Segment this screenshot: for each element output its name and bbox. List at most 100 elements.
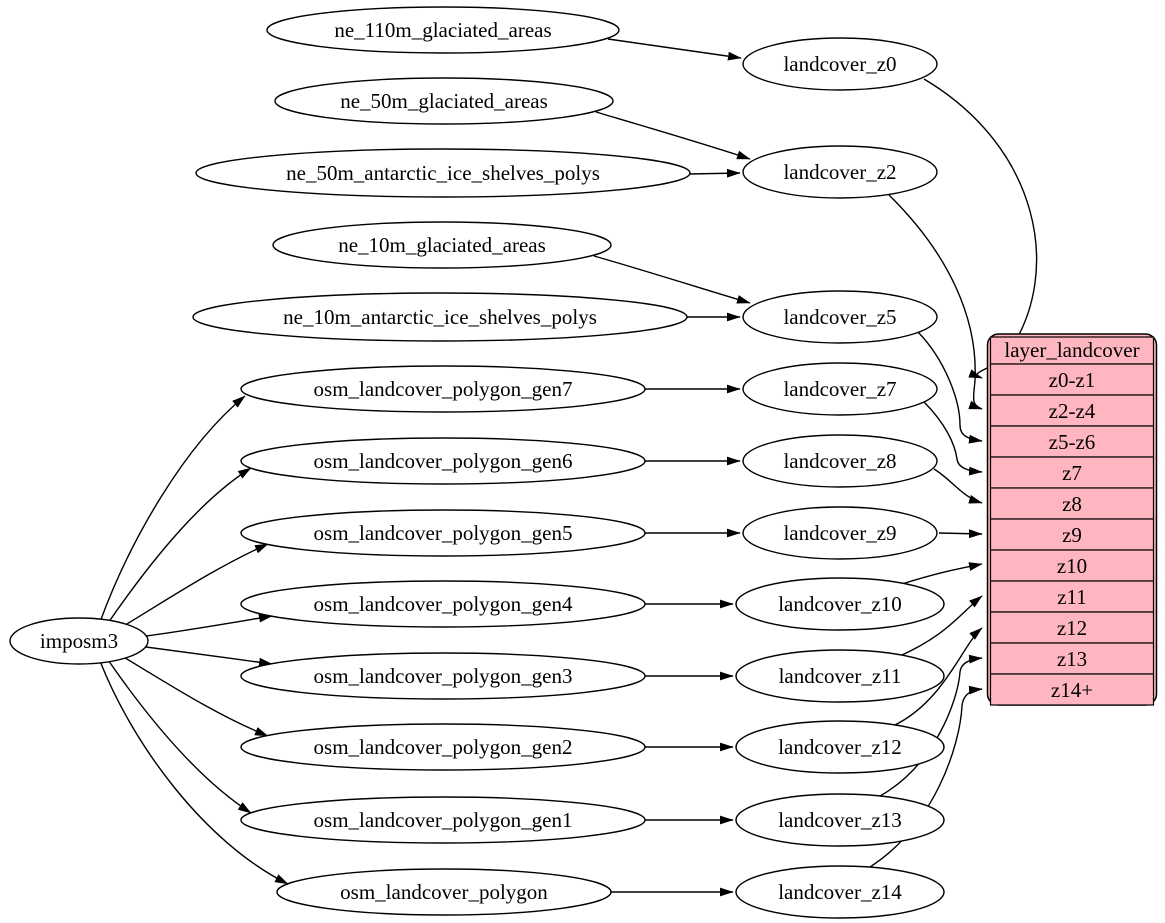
edge-z11-to-row-z11 (901, 595, 983, 656)
node-osm-landcover-polygon-gen4: osm_landcover_polygon_gen4 (240, 580, 646, 628)
node-landcover-z13: landcover_z13 (735, 793, 945, 847)
layer-row-z11-label: z11 (1057, 585, 1087, 609)
node-ne-10m-antarctic-ice-shelves-polys: ne_10m_antarctic_ice_shelves_polys (192, 292, 688, 342)
node-landcover-z14: landcover_z14 (735, 865, 945, 919)
layer-row-z7-label: z7 (1062, 461, 1082, 485)
osm-landcover-polygon-gen2-label: osm_landcover_polygon_gen2 (314, 735, 573, 759)
osm-landcover-polygon-label: osm_landcover_polygon (340, 880, 548, 904)
landcover-z5-ellipse (742, 290, 938, 344)
edge-imposm3-to-gen7 (99, 395, 246, 623)
node-landcover-z7: landcover_z7 (742, 362, 938, 416)
osm-landcover-polygon-gen7-ellipse (240, 365, 646, 413)
edge-ne-110m-glaciated-to-z0 (607, 38, 742, 61)
osm-landcover-polygon-gen3-label: osm_landcover_polygon_gen3 (314, 664, 573, 688)
edge-imposm3-to-gen5 (116, 543, 269, 631)
node-osm-landcover-polygon-gen5: osm_landcover_polygon_gen5 (240, 509, 646, 557)
node-landcover-z5: landcover_z5 (742, 290, 938, 344)
edge-imposm3-to-gen6 (105, 467, 252, 627)
edge-imposm3-to-osm-landcover-polygon (99, 660, 289, 885)
landcover-z12-label: landcover_z12 (778, 735, 902, 759)
node-ne-50m-antarctic-ice-shelves-polys: ne_50m_antarctic_ice_shelves_polys (195, 148, 691, 198)
node-landcover-z11: landcover_z11 (735, 649, 945, 703)
edge-layer (99, 38, 1038, 897)
edge-z7-to-row-z7 (923, 401, 983, 476)
layer-row-z13 (989, 642, 1155, 675)
osm-landcover-polygon-gen7-label: osm_landcover_polygon_gen7 (314, 377, 573, 401)
landcover-z9-label: landcover_z9 (783, 521, 896, 545)
edge-ne-10m-glaciated-to-z5 (593, 255, 751, 304)
landcover-z10-ellipse (735, 577, 945, 631)
landcover-z7-ellipse (742, 362, 938, 416)
landcover-z14-label: landcover_z14 (778, 880, 902, 904)
layer-row-z0-z1 (989, 363, 1155, 396)
layer-row-z10-label: z10 (1057, 554, 1087, 578)
landcover-z13-label: landcover_z13 (778, 808, 902, 832)
osm-landcover-polygon-gen5-label: osm_landcover_polygon_gen5 (314, 521, 573, 545)
node-osm-landcover-polygon-gen2: osm_landcover_polygon_gen2 (240, 723, 646, 771)
ne-50m-glaciated-areas-label: ne_50m_glaciated_areas (340, 89, 548, 113)
landcover-z0-ellipse (742, 37, 938, 91)
ne-50m-antarctic-ice-shelves-polys-ellipse (195, 148, 691, 198)
node-landcover-z12: landcover_z12 (735, 720, 945, 774)
layer-row-z12-label: z12 (1057, 616, 1087, 640)
imposm3-label: imposm3 (40, 629, 118, 653)
landcover-z2-label: landcover_z2 (783, 160, 896, 184)
ne-10m-glaciated-areas-label: ne_10m_glaciated_areas (338, 233, 546, 257)
layer-row-z9-label: z9 (1062, 523, 1082, 547)
landcover-z11-ellipse (735, 649, 945, 703)
node-ne-110m-glaciated-areas: ne_110m_glaciated_areas (266, 6, 620, 54)
node-landcover-z2: landcover_z2 (742, 145, 938, 199)
node-ne-10m-glaciated-areas: ne_10m_glaciated_areas (272, 221, 612, 269)
node-osm-landcover-polygon-gen3: osm_landcover_polygon_gen3 (240, 652, 646, 700)
edge-z12-to-row-z12 (894, 627, 983, 726)
landcover-z8-label: landcover_z8 (783, 449, 896, 473)
ne-110m-glaciated-areas-label: ne_110m_glaciated_areas (334, 18, 551, 42)
layer-row-z14plus (989, 673, 1155, 706)
osm-landcover-polygon-gen4-label: osm_landcover_polygon_gen4 (314, 592, 573, 616)
node-landcover-z0: landcover_z0 (742, 37, 938, 91)
layer-landcover-table: layer_landcover z0-z1 z2-z4 z5-z6 z7 z8 … (986, 333, 1158, 706)
osm-landcover-polygon-gen3-ellipse (240, 652, 646, 700)
layer-row-z9 (989, 518, 1155, 551)
node-landcover-z10: landcover_z10 (735, 577, 945, 631)
layer-row-z2-z4 (989, 394, 1155, 427)
layer-row-z5-z6 (989, 425, 1155, 458)
landcover-z11-label: landcover_z11 (779, 664, 902, 688)
edge-ne-50m-antarctic-to-z2 (689, 168, 741, 178)
node-osm-landcover-polygon: osm_landcover_polygon (276, 868, 612, 916)
landcover-z8-ellipse (742, 434, 938, 488)
landcover-z13-ellipse (735, 793, 945, 847)
landcover-z12-ellipse (735, 720, 945, 774)
layer-row-z12 (989, 611, 1155, 644)
layer-row-z13-label: z13 (1057, 647, 1087, 671)
ne-110m-glaciated-areas-ellipse (266, 6, 620, 54)
node-osm-landcover-polygon-gen1: osm_landcover_polygon_gen1 (240, 796, 646, 844)
layer-row-z10 (989, 549, 1155, 582)
osm-landcover-polygon-gen4-ellipse (240, 580, 646, 628)
landcover-z0-label: landcover_z0 (783, 52, 896, 76)
edge-ne-50m-glaciated-to-z2 (595, 111, 751, 160)
edge-z5-to-row-z5-z6 (917, 331, 983, 444)
edge-z2-to-row-z2-z4 (888, 194, 983, 410)
ne-10m-antarctic-ice-shelves-polys-ellipse (192, 292, 688, 342)
edge-imposm3-to-gen4 (145, 613, 273, 637)
landcover-z10-label: landcover_z10 (778, 592, 902, 616)
imposm3-ellipse (9, 617, 149, 665)
node-landcover-z9: landcover_z9 (742, 506, 938, 560)
layer-row-z14plus-label: z14+ (1051, 678, 1093, 702)
landcover-z2-ellipse (742, 145, 938, 199)
osm-landcover-polygon-gen6-label: osm_landcover_polygon_gen6 (314, 449, 573, 473)
osm-landcover-polygon-gen6-ellipse (240, 437, 646, 485)
layer-row-z2-z4-label: z2-z4 (1049, 399, 1096, 423)
layer-row-z8-label: z8 (1062, 492, 1082, 516)
landcover-z14-ellipse (735, 865, 945, 919)
landcover-z5-label: landcover_z5 (783, 305, 896, 329)
ne-50m-antarctic-ice-shelves-polys-label: ne_50m_antarctic_ice_shelves_polys (286, 161, 600, 185)
layer-table-header-cell (989, 336, 1155, 365)
edge-imposm3-to-gen1 (105, 656, 252, 814)
node-osm-landcover-polygon-gen7: osm_landcover_polygon_gen7 (240, 365, 646, 413)
osm-landcover-polygon-gen2-ellipse (240, 723, 646, 771)
ne-10m-glaciated-areas-ellipse (272, 221, 612, 269)
